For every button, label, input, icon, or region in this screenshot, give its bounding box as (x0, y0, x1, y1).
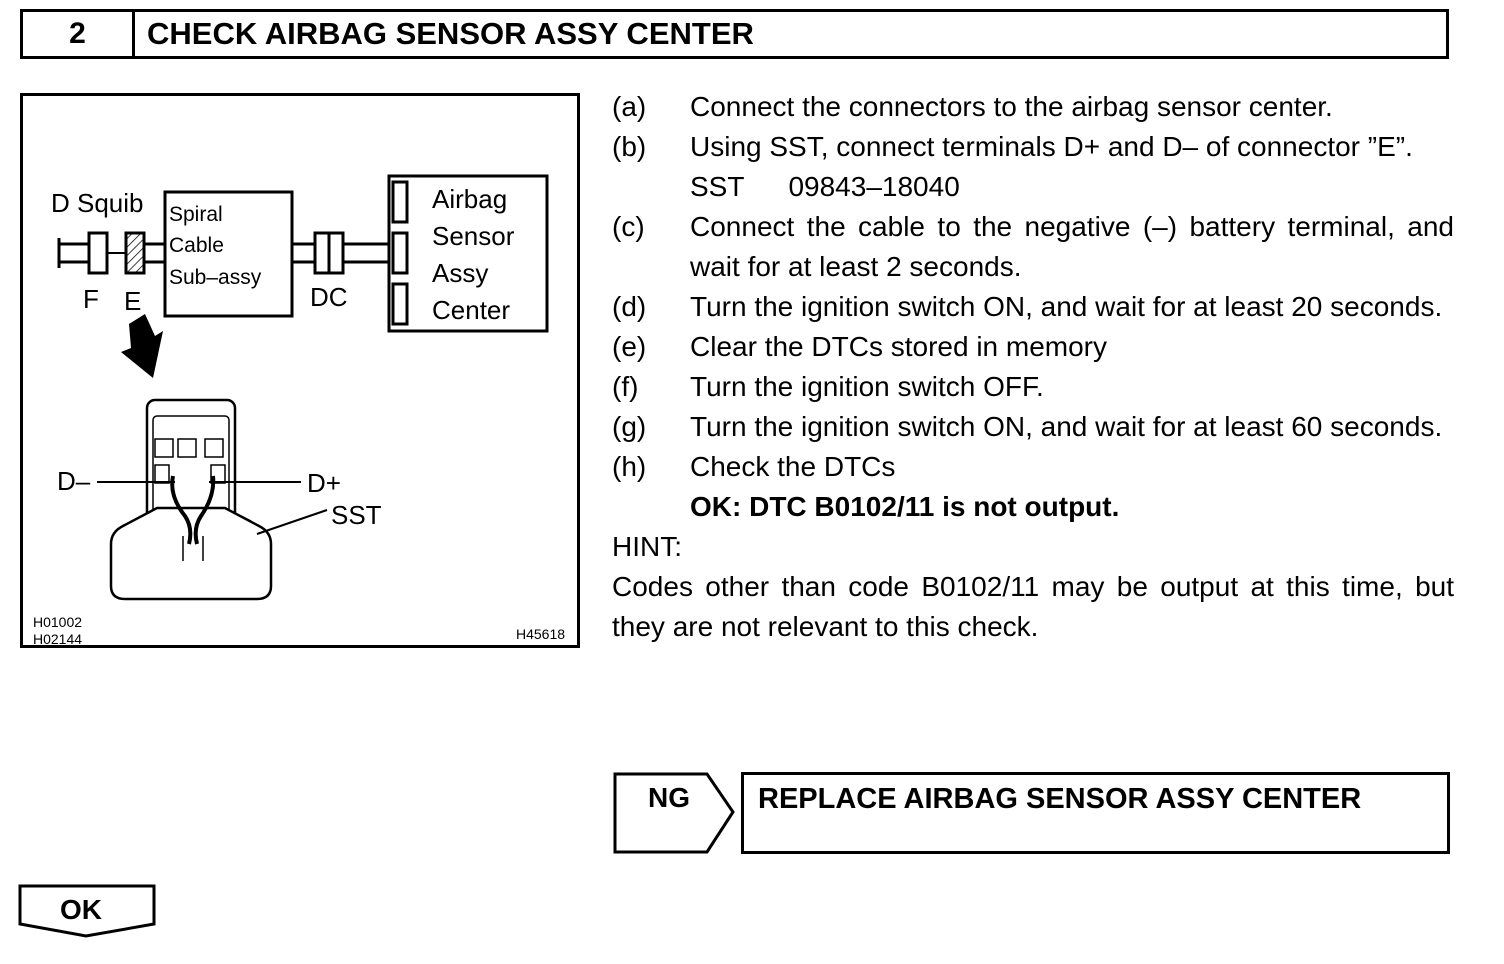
step-a: (a) Connect the connectors to the airbag… (612, 87, 1454, 127)
label-connector-f: F (83, 284, 99, 314)
step-h-label: (h) (612, 451, 647, 482)
sst-line: SST 09843–18040 (612, 167, 1454, 207)
label-spiral-line3: Sub–assy (169, 266, 262, 289)
hint-label: HINT: (612, 531, 682, 562)
label-airbag-line1: Airbag (432, 184, 508, 214)
label-spiral-line1: Spiral (169, 203, 223, 226)
step-d: (d) Turn the ignition switch ON, and wai… (612, 287, 1454, 327)
ok-label: OK (60, 894, 102, 925)
step-d-label: (d) (612, 291, 647, 322)
step-f: (f) Turn the ignition switch OFF. (612, 367, 1454, 407)
step-c-label: (c) (612, 211, 645, 242)
figure-code-left-2: H02144 (33, 631, 83, 647)
label-connector-e: E (124, 286, 142, 316)
connector-e (107, 231, 165, 275)
label-sst: SST (331, 500, 382, 530)
d-squib-plug (57, 231, 109, 275)
spiral-cable-box (163, 190, 294, 318)
label-connector-dc: DC (310, 282, 348, 312)
step-e-label: (e) (612, 331, 647, 362)
wiring-illustration: D Squib Spiral Cable Sub–assy Airbag Sen… (20, 93, 580, 648)
instructions: (a) Connect the connectors to the airbag… (612, 87, 1454, 647)
step-g-text: Turn the ignition switch ON, and wait fo… (690, 411, 1443, 442)
label-spiral-line2: Cable (169, 234, 224, 257)
connector-dc (292, 231, 389, 275)
step-a-text: Connect the connectors to the airbag sen… (690, 91, 1333, 122)
ng-action-box: REPLACE AIRBAG SENSOR ASSY CENTER (741, 772, 1450, 854)
hint-text: Codes other than code B0102/11 may be ou… (612, 571, 1454, 642)
label-airbag-line3: Assy (432, 258, 489, 288)
connector-closeup (97, 398, 328, 601)
down-arrow-icon (121, 314, 163, 378)
step-d-text: Turn the ignition switch ON, and wait fo… (690, 291, 1443, 322)
step-g-label: (g) (612, 411, 647, 442)
label-d-minus: D– (57, 466, 91, 496)
ok-result: OK: DTC B0102/11 is not output. (690, 491, 1120, 522)
step-e-text: Clear the DTCs stored in memory (690, 331, 1108, 362)
step-h-text: Check the DTCs (690, 451, 896, 482)
ng-action-text: REPLACE AIRBAG SENSOR ASSY CENTER (758, 783, 1362, 815)
wiring-diagram (57, 174, 549, 601)
sst-number: 09843–18040 (788, 171, 960, 202)
step-b-label: (b) (612, 131, 647, 162)
sst-label: SST (690, 171, 745, 202)
step-g: (g) Turn the ignition switch ON, and wai… (612, 407, 1454, 447)
step-f-label: (f) (612, 371, 639, 402)
step-title: CHECK AIRBAG SENSOR ASSY CENTER (147, 16, 754, 51)
step-b-text: Using SST, connect terminals D+ and D– o… (690, 131, 1413, 162)
step-h: (h) Check the DTCs (612, 447, 1454, 487)
step-b: (b) Using SST, connect terminals D+ and … (612, 127, 1454, 167)
step-c-text: Connect the cable to the negative (–) ba… (690, 211, 1454, 282)
step-e: (e) Clear the DTCs stored in memory (612, 327, 1454, 367)
ng-label: NG (648, 782, 690, 813)
figure-code-left-1: H01002 (33, 614, 83, 630)
label-d-squib: D Squib (51, 188, 144, 218)
step-a-label: (a) (612, 91, 647, 122)
label-airbag-line2: Sensor (432, 221, 515, 251)
step-f-text: Turn the ignition switch OFF. (690, 371, 1044, 402)
airbag-sensor-box (387, 174, 549, 333)
ok-arrow-shape (18, 884, 156, 938)
step-header: 2 CHECK AIRBAG SENSOR ASSY CENTER (20, 9, 1449, 59)
figure-code-right: H45618 (516, 626, 566, 642)
step-number: 2 (23, 12, 135, 56)
label-d-plus: D+ (307, 468, 341, 498)
label-airbag-line4: Center (432, 295, 511, 325)
ng-arrow-shape (613, 772, 735, 854)
step-c: (c) Connect the cable to the negative (–… (612, 207, 1454, 287)
